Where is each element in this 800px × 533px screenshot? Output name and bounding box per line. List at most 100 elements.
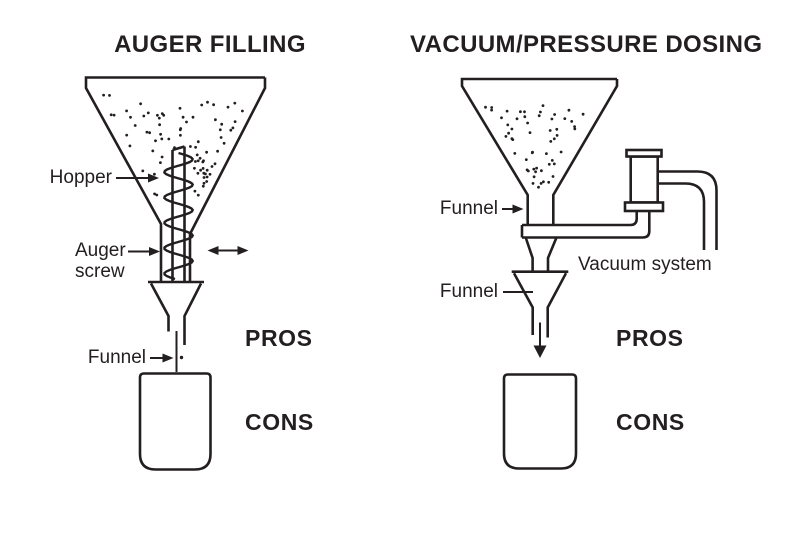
powder-dot [547,162,551,166]
pros-heading-right: PROS [616,325,684,351]
powder-dot [195,153,199,157]
powder-dot [185,120,188,124]
right-panel-title: VACUUM/PRESSURE DOSING [410,31,763,58]
powder-dot [490,108,493,112]
powder-dot [128,144,132,148]
powder-dot [125,109,128,113]
powder-dot [112,113,116,117]
powder-dot [196,171,200,175]
powder-dot [532,167,536,171]
powder-dot [510,127,514,131]
pros-heading-left: PROS [245,325,313,351]
powder-dot [159,161,162,165]
powder-dot [539,182,543,185]
powder-dot [179,133,182,137]
powder-dot [233,101,237,105]
oscillation-double-arrow-icon [207,246,249,255]
powder-dot [226,105,230,109]
powder-dot [133,124,137,127]
powder-dot [549,140,553,143]
powder-dot [205,168,209,172]
powder-dot [539,110,542,114]
powder-dot [212,103,216,107]
hopper-shape-right [460,77,619,225]
powder-dot [205,150,209,154]
powder-dot [210,165,214,168]
dispense-funnel-shape [148,280,204,345]
powder-dot [200,103,204,107]
powder-dot [154,139,157,143]
powder-dot [504,135,508,138]
powder-dot [552,162,556,166]
powder-dot [102,93,105,97]
powder-dot [198,156,202,160]
powder-dot [241,109,244,113]
powder-dot [541,104,545,107]
powder-dot [524,158,528,162]
powder-dot [214,118,217,122]
powder-dot [559,150,563,154]
powder-dot [540,169,543,173]
funnel-label-left: Funnel [87,347,146,368]
powder-dot [216,149,220,153]
hopper-label: Hopper [49,167,112,188]
container-left [138,372,212,471]
powder-dots-right [484,104,585,189]
product-drop-dot [179,355,184,360]
powder-dot [526,169,530,173]
powder-dot [181,115,185,119]
powder-dot [513,152,517,155]
powder-dot [528,131,532,135]
powder-dot [108,94,111,97]
powder-dot [189,145,192,148]
powder-dot [199,168,203,172]
powder-dot [219,136,223,139]
funnel-label-right-lower: Funnel [439,281,498,302]
powder-dot [157,116,161,120]
cons-heading-left: CONS [245,409,314,435]
manifold-pipe [520,210,651,239]
powder-dot [159,132,163,136]
powder-dot [581,112,585,116]
powder-dot [233,120,237,123]
powder-dot [553,113,556,116]
powder-dot [570,120,574,123]
powder-dots-left [102,93,244,197]
powder-dot [510,137,514,141]
powder-dot [156,113,159,117]
powder-dot [555,127,559,131]
powder-dot [534,170,537,174]
powder-dot [537,114,541,118]
powder-dot [550,117,554,121]
powder-dot [563,117,567,120]
powder-dot [196,140,200,144]
powder-dot [179,127,183,130]
powder-dot [202,181,206,185]
powder-dot [162,113,166,117]
powder-dot [545,152,548,156]
powder-dot [218,128,222,132]
vacuum-system-label: Vacuum system [578,254,712,275]
powder-dot [547,180,551,184]
powder-dot [231,126,235,130]
powder-dot [193,166,196,170]
powder-dot [151,149,155,153]
powder-dot [531,150,534,154]
powder-dot [155,193,159,197]
powder-dot [519,110,522,114]
vacuum-cylinder [623,148,665,213]
powder-dot [229,128,233,132]
powder-dot [194,145,198,149]
powder-dot [125,133,129,137]
powder-dot [567,108,571,112]
powder-dot [196,193,200,197]
auger-filling-drawing [84,76,267,471]
powder-dot [191,115,195,119]
powder-dot [201,160,205,164]
powder-dot [537,185,540,189]
powder-dot [196,159,200,163]
powder-dot [202,176,206,179]
powder-dot [222,141,226,145]
